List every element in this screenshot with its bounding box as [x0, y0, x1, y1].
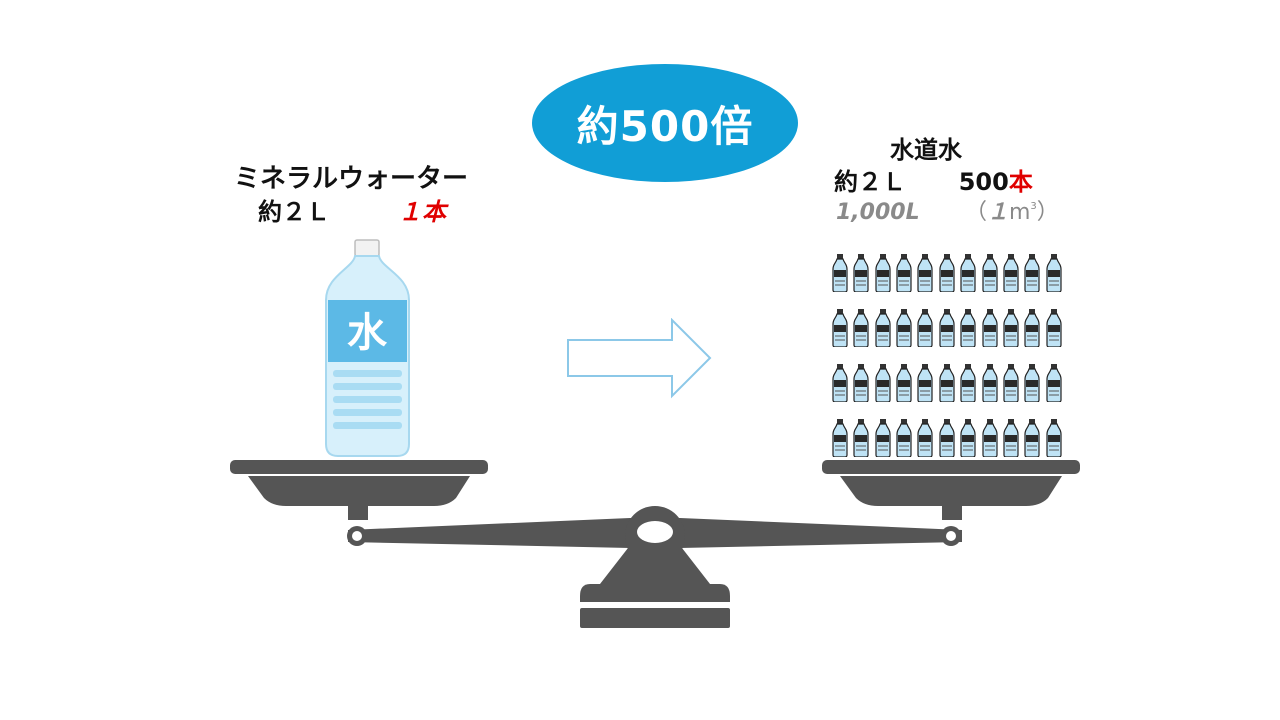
small-bottle-icon — [1003, 419, 1019, 457]
balance-scale-icon — [230, 460, 1080, 628]
bottle-label: 水 — [347, 310, 388, 356]
small-bottle-icon — [1003, 364, 1019, 402]
small-bottle-icon — [917, 254, 934, 292]
right-count-number: 500 — [958, 168, 1009, 196]
small-bottle-icon — [981, 419, 998, 457]
small-bottle-icon — [1024, 254, 1040, 292]
small-bottle-icon — [1003, 309, 1019, 347]
small-bottle-icon — [1024, 364, 1040, 402]
small-bottle-icon — [939, 254, 955, 292]
cubic-close: ） — [1036, 200, 1059, 225]
cubic-unit: m3 — [1008, 200, 1037, 225]
small-bottle-icon — [917, 419, 934, 457]
small-bottle-icon — [853, 364, 869, 402]
small-bottle-icon — [1024, 309, 1040, 347]
small-bottle-icon — [832, 419, 848, 457]
small-bottle-icon — [981, 309, 998, 347]
small-bottle-icon — [853, 254, 869, 292]
small-bottle-icon — [875, 254, 891, 292]
small-bottle-icon — [960, 309, 976, 347]
left-volume: 約２Ｌ — [258, 198, 330, 226]
small-bottle-icon — [896, 309, 912, 347]
small-bottle-icon — [939, 364, 955, 402]
small-bottle-icon — [981, 254, 998, 292]
small-bottle-icon — [853, 309, 869, 347]
small-bottle-icon — [896, 419, 912, 457]
small-bottle-icon — [875, 419, 891, 457]
left-count: １本 — [398, 198, 446, 226]
small-bottle-icon — [875, 309, 891, 347]
right-liters: 1,000L — [836, 200, 920, 225]
small-bottle-icon — [1046, 419, 1062, 457]
small-bottle-icon — [960, 254, 976, 292]
small-bottles-grid — [832, 254, 1064, 457]
small-bottle-icon — [1046, 309, 1062, 347]
small-bottle-icon — [1003, 254, 1019, 292]
small-bottle-icon — [896, 364, 912, 402]
small-bottle-icon — [960, 419, 976, 457]
small-bottle-icon — [875, 364, 891, 402]
small-bottle-icon — [1046, 364, 1062, 402]
left-title: ミネラルウォーター — [234, 164, 469, 194]
small-bottle-icon — [832, 364, 848, 402]
cubic-number: １ — [986, 200, 1009, 225]
water-bottle-icon: 水 — [325, 239, 410, 457]
right-volume-line: 約２Ｌ 500本 — [834, 170, 1033, 194]
small-bottle-icon — [917, 364, 934, 402]
small-bottle-icon — [960, 364, 976, 402]
small-bottle-icon — [981, 364, 998, 402]
right-count-unit: 本 — [1008, 168, 1033, 196]
right-volume-detail: 1,000L （１m3） — [836, 202, 1059, 224]
headline-text: 約500倍 — [576, 101, 754, 151]
small-bottle-icon — [917, 309, 934, 347]
right-title: 水道水 — [890, 136, 962, 164]
small-bottle-icon — [896, 254, 912, 292]
headline-badge: 約500倍 — [532, 64, 798, 182]
small-bottle-icon — [853, 419, 869, 457]
small-bottle-icon — [1046, 254, 1062, 292]
small-bottle-icon — [832, 309, 848, 347]
small-bottle-icon — [1024, 419, 1040, 457]
small-bottle-icon — [939, 309, 955, 347]
small-bottle-icon — [939, 419, 955, 457]
right-arrow-icon — [567, 318, 712, 399]
cubic-open: （ — [964, 200, 987, 225]
small-bottle-icon — [832, 254, 848, 292]
right-volume: 約２Ｌ — [834, 168, 906, 196]
